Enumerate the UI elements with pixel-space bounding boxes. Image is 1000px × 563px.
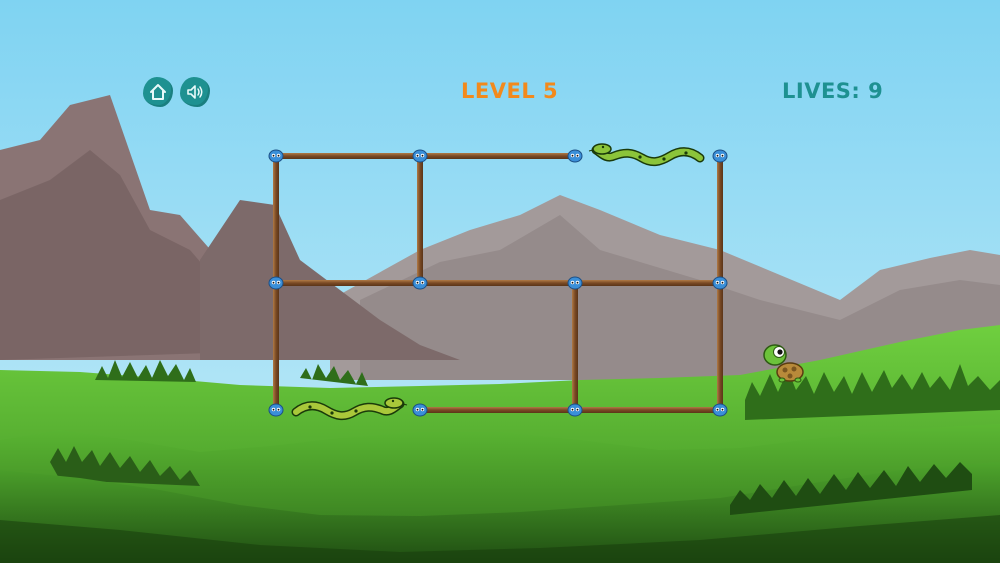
peg-node <box>268 276 284 290</box>
snake-top[interactable] <box>588 143 705 167</box>
snake-top-head <box>592 143 612 155</box>
turtle-shell <box>776 362 804 382</box>
peg-node <box>268 149 284 163</box>
grass-tuft-1 <box>95 360 196 382</box>
node-group <box>268 149 728 417</box>
peg-node <box>712 276 728 290</box>
stick-mid-center[interactable] <box>420 280 575 286</box>
turtle[interactable] <box>763 344 804 383</box>
grass-tuft-5 <box>730 462 972 515</box>
peg-node <box>567 276 583 290</box>
stick-col2-upper[interactable] <box>417 156 423 283</box>
stick-left-upper[interactable] <box>273 156 279 283</box>
home-button[interactable] <box>143 77 173 107</box>
peg-node <box>567 403 583 417</box>
grass-tuft-2 <box>300 364 368 386</box>
grass-tuft-4 <box>50 446 200 486</box>
speaker-icon <box>187 85 203 99</box>
stick-top-mid[interactable] <box>420 153 575 159</box>
stick-mid-right[interactable] <box>575 280 720 286</box>
stick-right-upper[interactable] <box>717 156 723 283</box>
stick-right-lower[interactable] <box>717 283 723 410</box>
snake-bottom-head <box>384 397 404 409</box>
stick-left-lower[interactable] <box>273 283 279 410</box>
peg-node <box>712 403 728 417</box>
peg-node <box>412 276 428 290</box>
level-indicator: LEVEL 5 <box>461 79 559 103</box>
sound-button[interactable] <box>180 77 210 107</box>
stick-top-left[interactable] <box>276 153 420 159</box>
peg-node <box>712 149 728 163</box>
snake-bottom[interactable] <box>291 397 408 421</box>
stick-grid <box>273 153 723 413</box>
stick-mid-left[interactable] <box>276 280 420 286</box>
far-mountains-shade <box>360 215 1000 380</box>
grass-tuft-3 <box>745 364 1000 420</box>
peg-node <box>567 149 583 163</box>
home-icon <box>150 84 166 100</box>
peg-node <box>268 403 284 417</box>
foreground-shade <box>0 515 1000 563</box>
peg-node <box>412 403 428 417</box>
peg-node <box>412 149 428 163</box>
mid-mountain <box>200 200 460 360</box>
stick-col3-lower[interactable] <box>572 283 578 410</box>
lives-counter: LIVES: 9 <box>782 79 884 103</box>
stick-bottom-right[interactable] <box>575 407 720 413</box>
stick-bottom-center[interactable] <box>420 407 575 413</box>
